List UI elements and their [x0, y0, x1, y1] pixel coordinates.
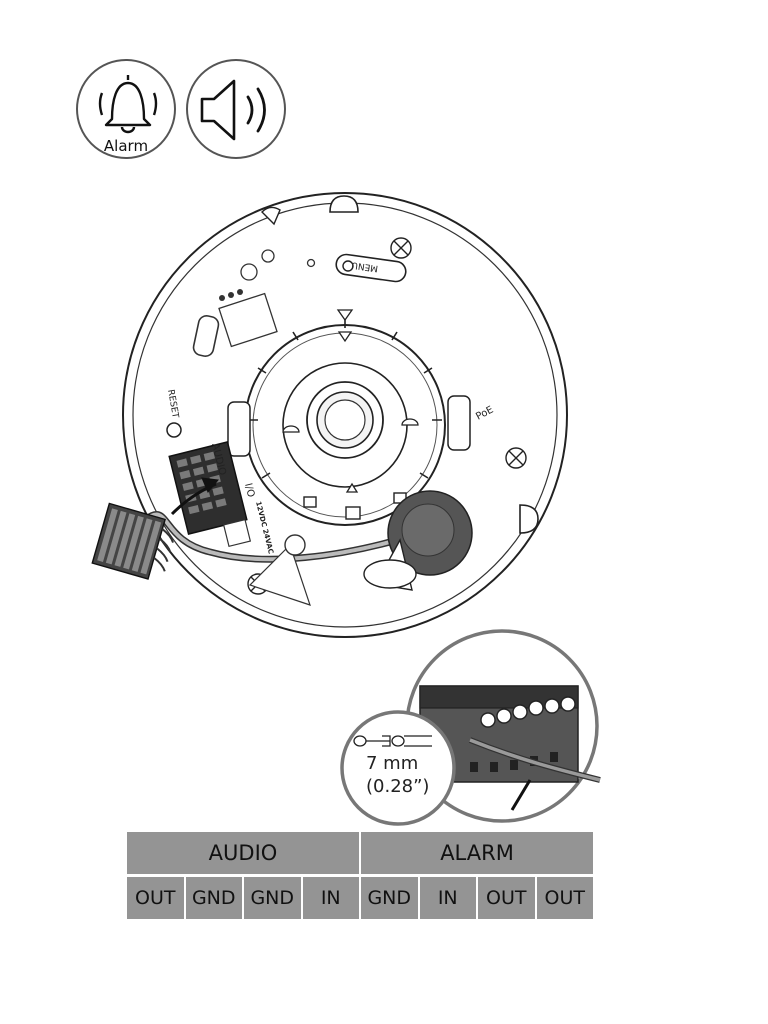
camera-base-diagram: MENU RESET PoE AUDIO: [91, 192, 601, 826]
screw-right: [505, 447, 527, 469]
cable-grommet: [363, 490, 473, 591]
group-alarm: ALARM: [361, 832, 593, 874]
pin-cell: OUT: [536, 877, 593, 919]
terminal-detail-callout: [405, 629, 601, 823]
detached-plug: [91, 502, 175, 580]
pin-cell: OUT: [127, 877, 184, 919]
pinout-group-row: AUDIO ALARM: [127, 832, 593, 874]
pinout-pin-row: OUT GND GND IN GND IN OUT OUT: [127, 877, 593, 919]
pin-cell: IN: [302, 877, 359, 919]
menu-label: MENU: [351, 259, 379, 273]
pin-cell: IN: [419, 877, 476, 919]
pin-cell: GND: [361, 877, 418, 919]
usb-port: [192, 315, 220, 357]
screw-top-right: [390, 237, 412, 259]
pin-cell: OUT: [478, 877, 535, 919]
bell-icon: [98, 75, 158, 134]
io-board-label: I/O: [242, 482, 256, 499]
pin-cell: GND: [244, 877, 301, 919]
speaker-icon: [200, 79, 266, 141]
pin-cell: GND: [185, 877, 242, 919]
lens-assembly: [227, 309, 471, 526]
mount-tab-topleft: [261, 206, 281, 226]
mount-tab-top: [329, 195, 359, 213]
alarm-icon-badge: Alarm: [76, 59, 176, 159]
pinout-table: AUDIO ALARM OUT GND GND IN GND IN OUT OU…: [125, 832, 595, 919]
menu-button: MENU: [335, 253, 407, 283]
strip-length-imperial: (0.28”): [366, 776, 430, 797]
alarm-label: Alarm: [103, 137, 149, 155]
arrow-head: [201, 477, 219, 493]
audio-icon-badge: [186, 59, 286, 159]
strip-length-metric: 7 mm: [366, 753, 419, 774]
mount-tab-right: [519, 504, 539, 534]
group-audio: AUDIO: [127, 832, 359, 874]
reset-button: [166, 422, 182, 438]
screwdriver: [510, 779, 532, 811]
strip-length-callout: [340, 710, 456, 826]
